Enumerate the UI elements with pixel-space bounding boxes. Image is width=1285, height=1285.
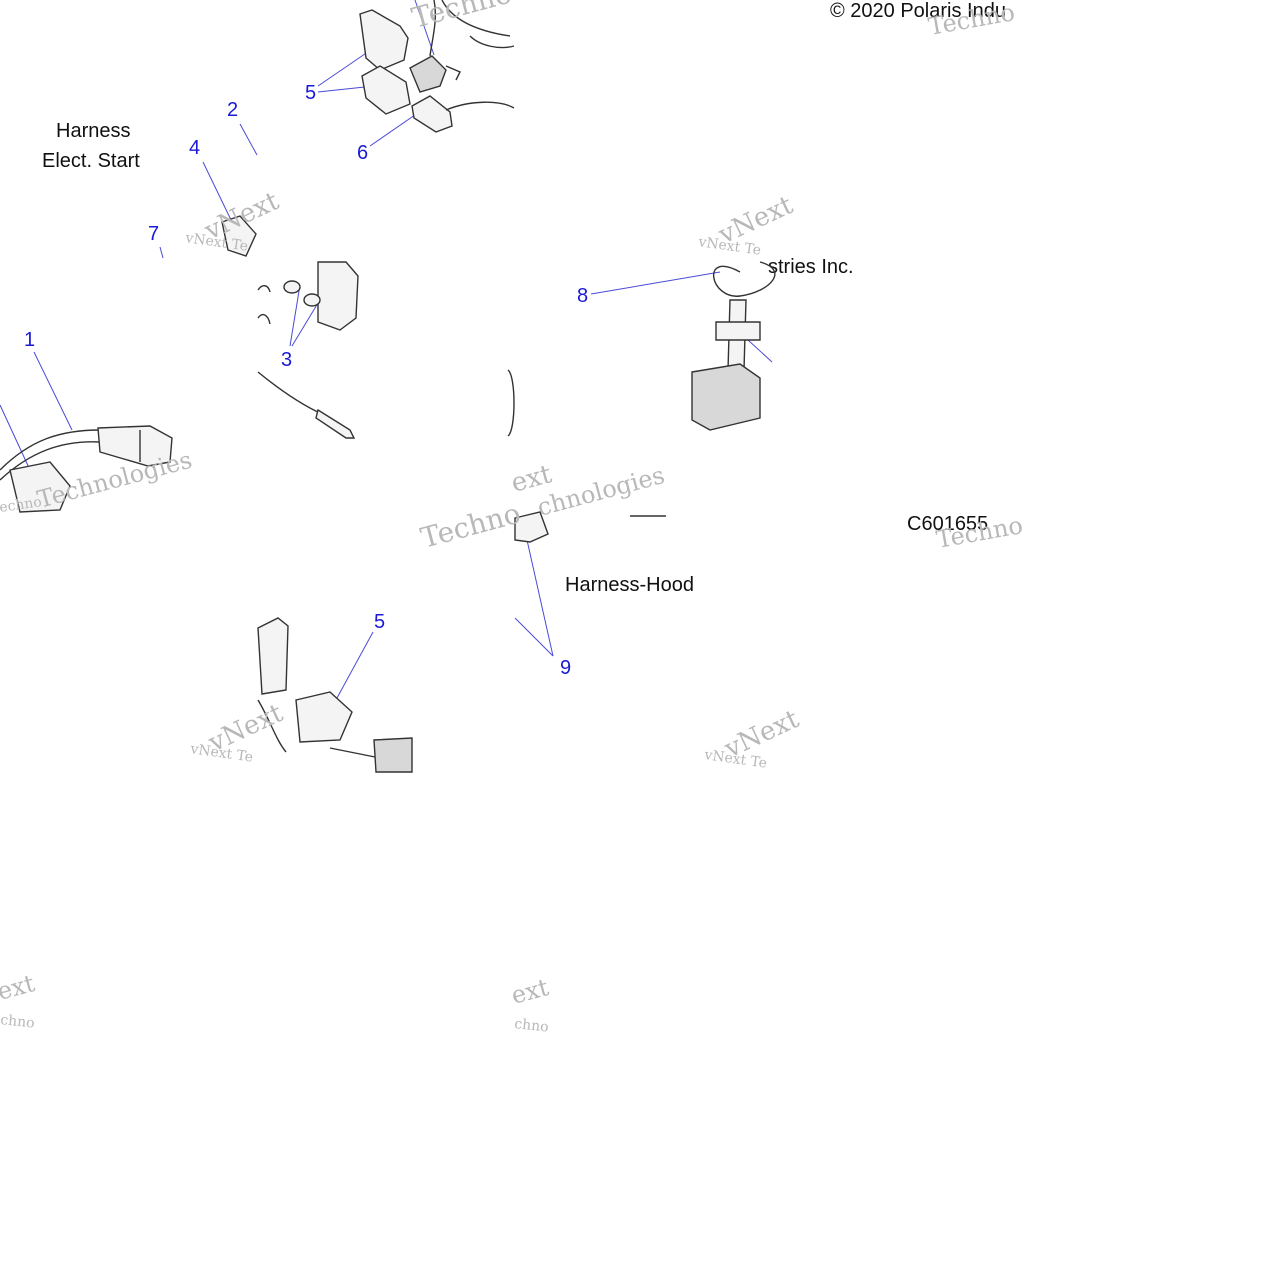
cable-tie — [715, 321, 761, 341]
watermark-chno-2: chno — [514, 1016, 550, 1035]
probe-wire — [257, 371, 323, 415]
probe-tip — [315, 408, 356, 439]
callout-5-top: 5 — [305, 82, 316, 104]
connector-edge-fragment — [507, 369, 515, 437]
hood-connector — [691, 363, 761, 431]
callout-1: 1 — [24, 329, 35, 351]
lower-connector-cluster — [257, 617, 413, 773]
grommet-item-4 — [221, 215, 257, 257]
copyright-fragment: stries Inc. — [768, 256, 854, 278]
callout-3: 3 — [281, 349, 292, 371]
copyright-notice: © 2020 Polaris Indu — [830, 0, 1006, 22]
harness-elect-start-label-line1: Harness — [56, 120, 130, 142]
harness-loop — [713, 261, 776, 297]
connector-block — [409, 55, 447, 93]
watermark-ext-3: ext — [508, 973, 552, 1010]
leader-8 — [590, 271, 721, 295]
harness-grommet — [9, 461, 71, 513]
clip-fragment-a — [257, 285, 271, 293]
watermark-techno-1: Techno — [408, 0, 515, 35]
callout-5-bottom: 5 — [374, 611, 385, 633]
rubber-boot — [295, 691, 353, 743]
leader-9a — [526, 539, 554, 657]
leader-7 — [159, 246, 164, 259]
screw-head-a — [283, 280, 301, 294]
lower-wire-b — [329, 747, 381, 759]
screw-head-b — [303, 293, 321, 307]
watermark-chnologies: chnologies — [534, 461, 667, 522]
watermark-techno-3: Techno — [417, 497, 524, 555]
lower-wire-a — [257, 699, 287, 753]
clip-fragment-b — [257, 313, 271, 325]
harness-hood-label: Harness-Hood — [565, 574, 694, 596]
wire-top-c — [445, 101, 515, 111]
wire-top-a — [429, 0, 437, 57]
leader-9b — [514, 617, 554, 657]
leader-3a — [289, 284, 301, 347]
leader-top — [414, 0, 435, 56]
watermark-chno-1: chno — [0, 1012, 35, 1031]
watermark-ext-2: ext — [0, 969, 38, 1006]
clip-item-9 — [514, 511, 549, 543]
cover-boot-upper — [359, 9, 409, 71]
leader-5-bottom — [336, 631, 374, 699]
wire-top-d — [469, 35, 515, 49]
callout-4: 4 — [189, 137, 200, 159]
callout-8: 8 — [577, 285, 588, 307]
socket-housing — [257, 617, 289, 695]
leader-3b — [291, 302, 319, 347]
watermark-echno-1: echno — [0, 494, 43, 516]
mounting-bracket — [317, 261, 359, 331]
leader-1b — [0, 404, 31, 471]
hood-harness-cluster — [507, 261, 776, 517]
harness-wire-a — [0, 429, 101, 471]
grommet-fragments — [221, 215, 549, 543]
wire-top-b — [441, 0, 511, 37]
cover-boot-lower — [361, 65, 411, 115]
harness-wire-b — [0, 441, 101, 481]
leader-4 — [202, 161, 233, 223]
top-connector-cluster — [359, 0, 515, 133]
harness-elect-start-label-line2: Elect. Start — [42, 150, 140, 172]
leader-1 — [33, 351, 73, 431]
multi-pin-connector — [373, 737, 413, 773]
stud-terminal — [445, 65, 461, 81]
callout-6: 6 — [357, 142, 368, 164]
callout-7: 7 — [148, 223, 159, 245]
callout-2: 2 — [227, 99, 238, 121]
figure-code: C601655 — [907, 513, 988, 535]
harness-connector-left — [0, 425, 173, 513]
callout-9: 9 — [560, 657, 571, 679]
leader-8b — [747, 339, 773, 363]
battery-clamp — [411, 95, 453, 133]
harness-plug — [97, 425, 173, 467]
watermarks: Techno Techno vNext Te vNext Te vNext Te… — [0, 0, 1025, 1036]
bracket-screws-cluster — [257, 261, 359, 439]
leader-2 — [239, 123, 258, 156]
